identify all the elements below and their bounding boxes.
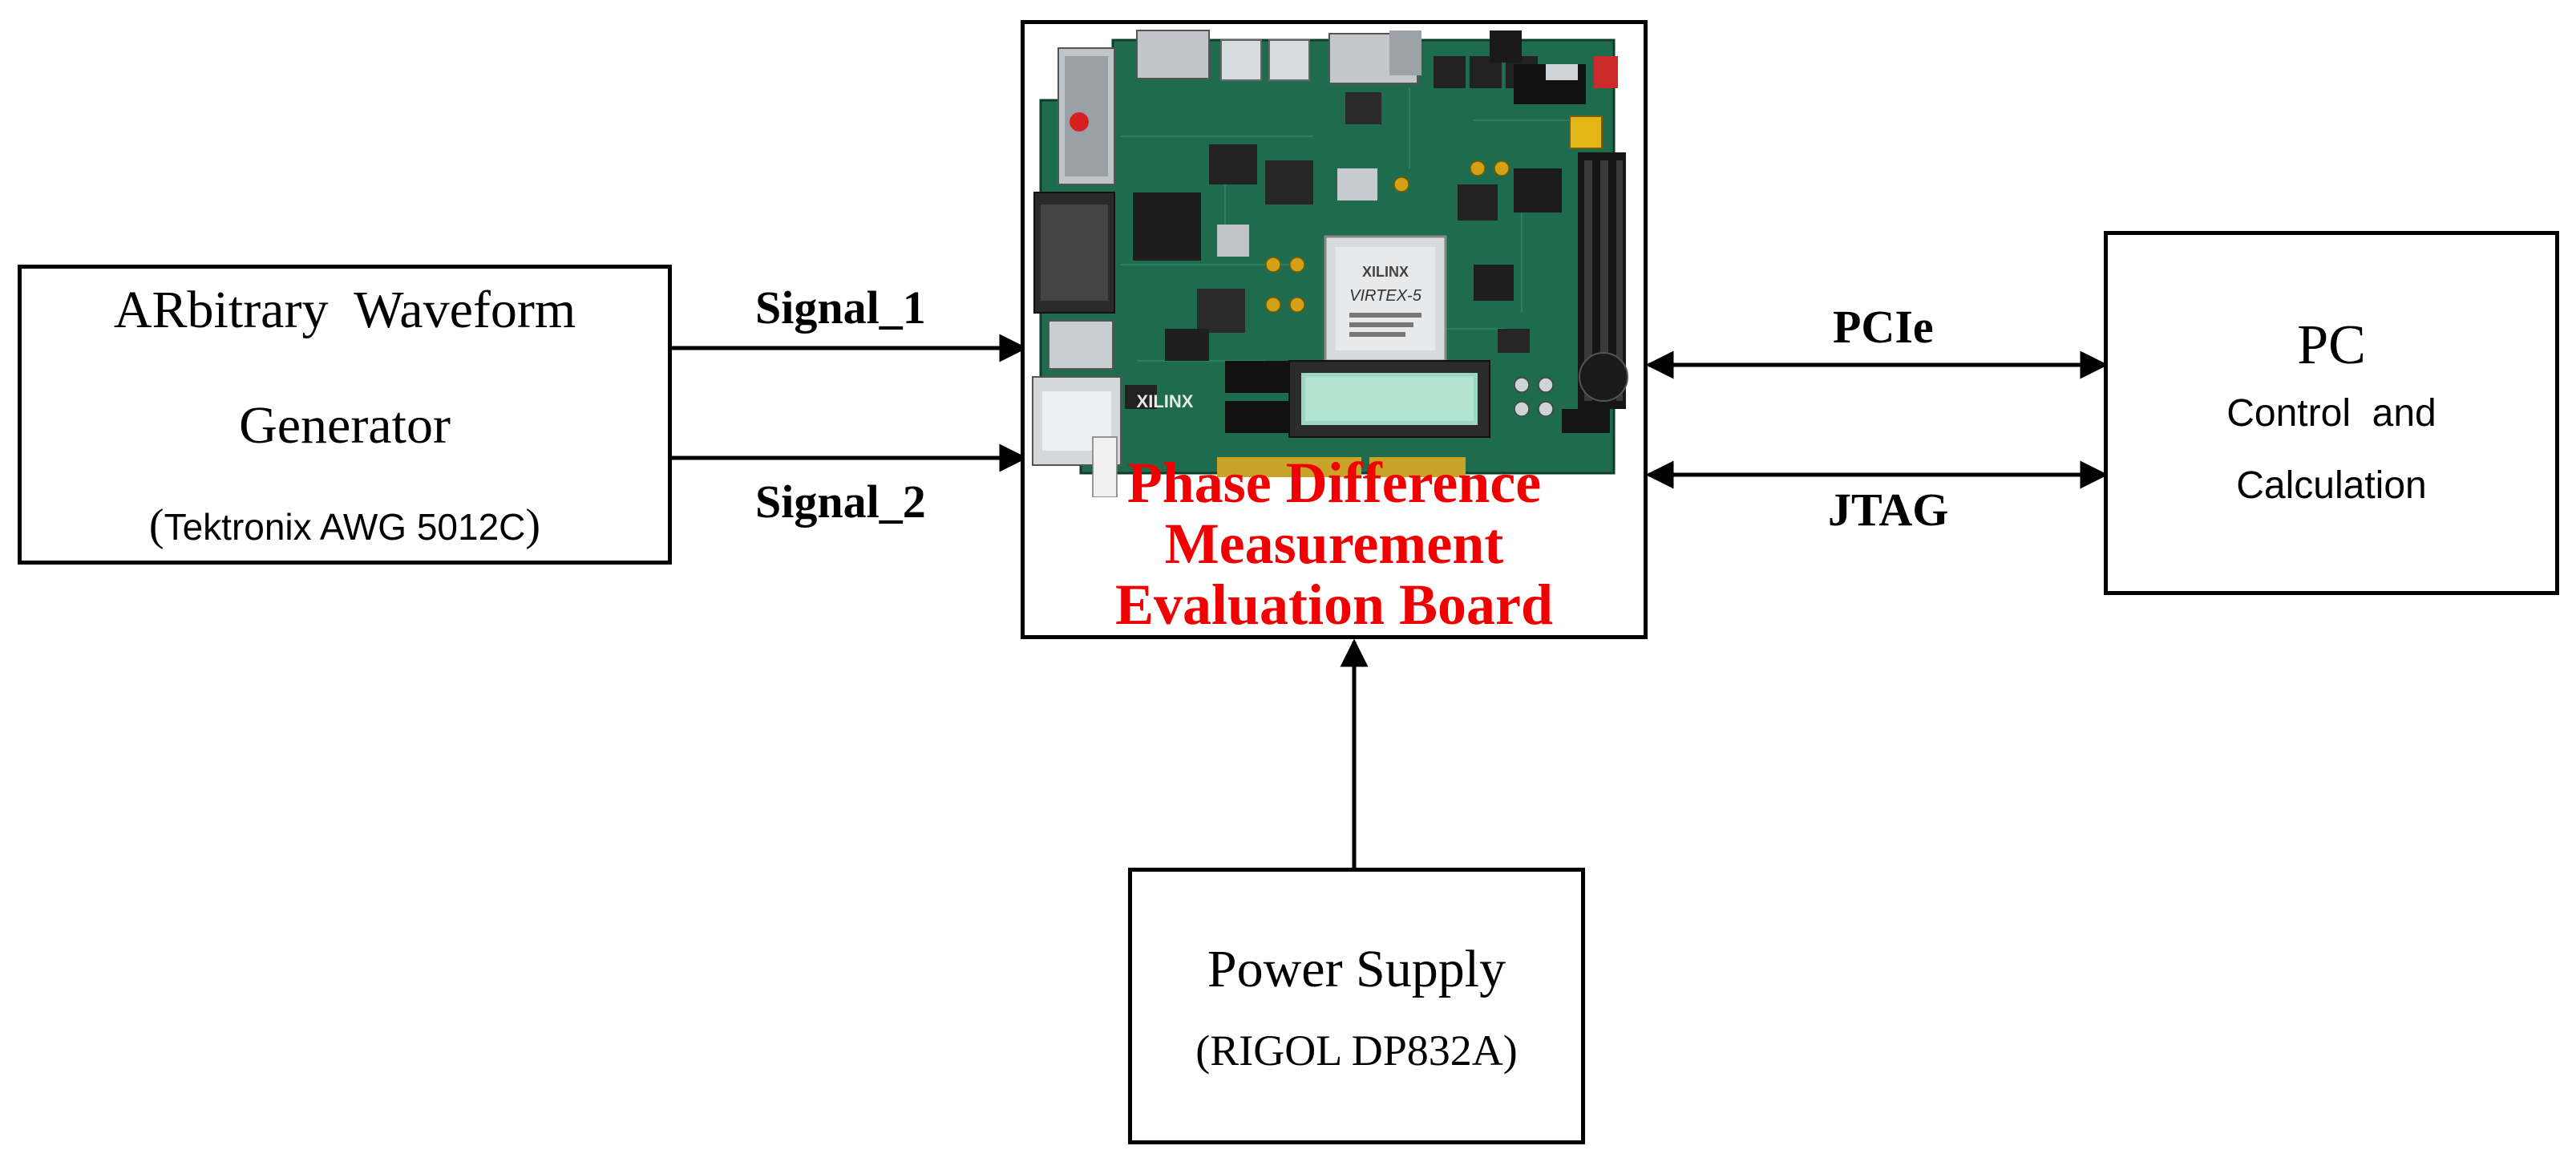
chip-name: VIRTEX-5 bbox=[1349, 287, 1422, 305]
signal-1-label: Signal_1 bbox=[755, 281, 926, 334]
jtag-label: JTAG bbox=[1828, 484, 1949, 536]
awg-model-close-paren: ) bbox=[525, 500, 541, 550]
signal-2-label: Signal_2 bbox=[755, 476, 926, 528]
power-supply-title: Power Supply bbox=[1207, 940, 1506, 998]
awg-model: (Tektronix AWG 5012C) bbox=[22, 500, 668, 551]
power-supply-model: (RIGOL DP832A) bbox=[1195, 1026, 1518, 1075]
board-label-line1: Phase Difference bbox=[1126, 451, 1542, 515]
awg-title-line1: ARbitrary Waveform bbox=[113, 281, 576, 339]
chip-brand: XILINX bbox=[1362, 264, 1409, 280]
power-supply-box: Power Supply (RIGOL DP832A) bbox=[1128, 868, 1585, 1144]
board-label-line3: Evaluation Board bbox=[1114, 573, 1554, 637]
evaluation-board-box: XILINX VIRTEX-5 bbox=[1021, 20, 1648, 639]
pc-subtitle-line2: Calculation bbox=[2236, 464, 2427, 507]
pcie-label: PCIe bbox=[1833, 301, 1934, 353]
board-label-line2: Measurement bbox=[1164, 512, 1504, 576]
fpga-board-image: XILINX VIRTEX-5 bbox=[1032, 30, 1628, 497]
pc-box: PC Control and Calculation bbox=[2104, 231, 2559, 595]
pc-subtitle-line1: Control and bbox=[2226, 392, 2436, 435]
pc-title: PC bbox=[2297, 314, 2366, 376]
awg-model-text: Tektronix AWG 5012C bbox=[164, 506, 526, 548]
awg-title-line2: Generator bbox=[239, 396, 451, 455]
xilinx-logo-text: XILINX bbox=[1137, 391, 1194, 411]
awg-model-open-paren: ( bbox=[148, 500, 164, 550]
awg-box: ARbitrary Waveform Generator (Tektronix … bbox=[18, 265, 672, 565]
